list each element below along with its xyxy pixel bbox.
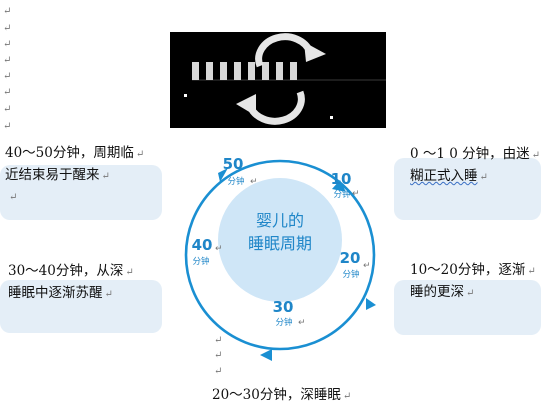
note-text: 糊正式入睡: [410, 168, 478, 184]
note-20-30: 20～30分钟，深睡眠↵: [212, 385, 351, 407]
minute-marker-20: 20 分钟 ↵: [340, 249, 371, 280]
minute-value: 10: [331, 170, 352, 188]
paragraph-mark: ↵: [527, 266, 536, 277]
minute-marker-10: 10 分钟 ↵: [331, 170, 360, 200]
paragraph-mark: ↵: [3, 39, 12, 50]
sleep-cycle-diagram: 婴儿的 睡眠周期 50 分钟 ↵ 10 分钟 ↵ 20 分钟 ↵ 30 分钟 ↵…: [184, 155, 376, 361]
ring-arrowhead: [366, 298, 376, 310]
cycle-arrows-icon: [184, 33, 386, 125]
note-box-0-10: [394, 158, 541, 220]
note-text: 20～30分钟，深睡眠: [212, 387, 341, 403]
paragraph-mark: ↵: [101, 171, 110, 182]
paragraph-mark: ↵: [215, 244, 223, 254]
minute-unit: 分钟: [192, 256, 209, 267]
note-box-10-20: [394, 280, 541, 335]
paragraph-mark: ↵: [3, 121, 12, 132]
note-text: 10～20分钟，逐渐: [410, 262, 526, 278]
note-10-20: 10～20分钟，逐渐↵ 睡的更深↵: [410, 260, 536, 304]
paragraph-mark: ↵: [9, 192, 18, 203]
minute-value: 50: [223, 155, 244, 173]
ring-arrowhead: [260, 349, 272, 361]
paragraph-mark: ↵: [3, 55, 12, 66]
cycle-banner-image: [170, 32, 386, 128]
paragraph-mark: ↵: [250, 177, 258, 187]
paragraph-mark: ↵: [298, 318, 306, 328]
note-text: 40～50分钟，周期临: [5, 145, 134, 161]
note-text: 0 ～1 0 分钟，由迷: [410, 146, 530, 162]
paragraph-mark: ↵: [466, 288, 475, 299]
paragraph-mark: ↵: [479, 172, 488, 183]
paragraph-mark: ↵: [3, 104, 12, 115]
note-text: 30～40分钟，从深: [8, 263, 124, 279]
note-box-40-50: [0, 165, 162, 220]
minute-marker-40: 40 分钟 ↵: [192, 236, 223, 267]
paragraph-mark: ↵: [3, 71, 12, 82]
minute-value: 20: [340, 249, 361, 267]
center-disc: [218, 178, 342, 302]
note-40-50: 40～50分钟，周期临↵ 近结束易于醒来↵ ↵: [5, 143, 144, 208]
note-30-40: 30～40分钟，从深↵ 睡眠中逐渐苏醒↵: [8, 261, 134, 305]
note-0-10: 0 ～1 0 分钟，由迷↵ 糊正式入睡↵: [410, 144, 540, 188]
minute-value: 40: [192, 236, 213, 254]
minute-unit: 分钟: [333, 189, 350, 200]
cycle-ring: [184, 159, 376, 351]
ring-arrowhead: [218, 168, 228, 182]
note-text: 近结束易于醒来: [5, 167, 100, 183]
ring-arrowhead: [332, 180, 346, 192]
paragraph-mark: ↵: [104, 289, 113, 300]
note-box-30-40: [0, 280, 162, 333]
paragraph-mark: ↵: [352, 189, 360, 199]
paragraph-mark: ↵: [3, 23, 12, 34]
minute-value: 30: [273, 298, 294, 316]
minute-unit: 分钟: [227, 176, 244, 187]
paragraph-mark: ↵: [531, 150, 541, 161]
minute-unit: 分钟: [275, 317, 292, 328]
center-title-line1: 婴儿的: [256, 211, 304, 230]
paragraph-mark: ↵: [214, 350, 223, 361]
note-text: 睡的更深: [410, 284, 464, 300]
paragraph-mark: ↵: [363, 261, 371, 271]
paragraph-mark: ↵: [135, 149, 145, 160]
paragraph-mark: ↵: [3, 87, 12, 98]
minute-unit: 分钟: [342, 269, 359, 280]
minute-marker-30: 30 分钟 ↵: [273, 298, 306, 328]
center-title-line2: 睡眠周期: [248, 234, 312, 253]
paragraph-mark: ↵: [214, 335, 223, 346]
paragraph-mark: ↵: [3, 6, 12, 17]
paragraph-mark: ↵: [342, 391, 352, 402]
note-text: 睡眠中逐渐苏醒: [8, 285, 103, 301]
minute-marker-50: 50 分钟 ↵: [223, 155, 258, 187]
paragraph-mark: ↵: [214, 366, 223, 377]
paragraph-mark: ↵: [125, 267, 134, 278]
